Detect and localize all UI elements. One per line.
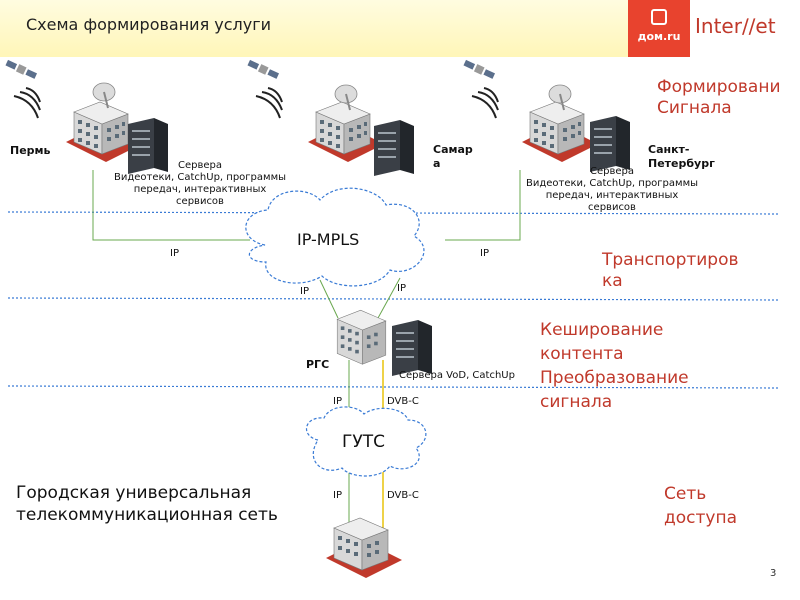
ip-right-label: IP bbox=[480, 248, 489, 259]
spb-station bbox=[521, 101, 599, 163]
servers-rgs-label: Сервера VoD, CatchUp bbox=[399, 370, 515, 381]
separator-line bbox=[7, 211, 781, 215]
guts-cloud bbox=[306, 406, 427, 477]
ip-mpls-cloud bbox=[245, 187, 425, 287]
city-spb: Санкт- Петербург bbox=[648, 143, 715, 170]
link-perm bbox=[92, 170, 250, 241]
satellite-icon bbox=[4, 58, 42, 119]
city-network-label: Городская универсальная телекоммуникацио… bbox=[16, 483, 278, 525]
server-icon bbox=[590, 116, 630, 172]
separator-line bbox=[7, 385, 781, 389]
link-mpls-rgs-2 bbox=[377, 277, 401, 319]
section-caching: Кеширование контента Преобразование сигн… bbox=[540, 320, 689, 412]
link-mpls-rgs-1 bbox=[319, 279, 339, 319]
server-icon bbox=[392, 320, 432, 376]
servers-right-label: Сервера Видеотеки, CatchUp, программы пе… bbox=[525, 166, 699, 213]
city-perm: Пермь bbox=[10, 144, 51, 157]
server-icon bbox=[374, 120, 414, 176]
page-number: 3 bbox=[770, 568, 777, 579]
domru-logo: дом.ru bbox=[628, 0, 690, 57]
slide-title: Схема формирования услуги bbox=[26, 15, 272, 34]
internet-logo: Inter∕∕et bbox=[695, 14, 776, 38]
servers-left-label: Сервера Видеотеки, CatchUp, программы пе… bbox=[113, 160, 287, 207]
ip-rgs-label: IP bbox=[333, 396, 342, 407]
link-spb bbox=[445, 170, 521, 241]
home-icon bbox=[651, 9, 667, 25]
guts-label: ГУТС bbox=[342, 432, 385, 452]
dvbc-guts-label: DVB-C bbox=[387, 490, 419, 501]
satellite-icon bbox=[246, 58, 283, 119]
satellite-icon bbox=[462, 58, 499, 119]
ip-left-label: IP bbox=[170, 248, 179, 259]
rgs-building-icon bbox=[336, 309, 387, 365]
city-samara: Самар а bbox=[433, 143, 473, 170]
section-formation: Формировани Сигнала bbox=[657, 77, 781, 118]
section-transport: Транспортиров ка bbox=[602, 250, 739, 291]
slide-header: Схема формирования услуги bbox=[0, 0, 628, 57]
ip-cloud-right-label: IP bbox=[397, 283, 406, 294]
domru-logo-text: дом.ru bbox=[637, 30, 681, 43]
section-access: Сеть доступа bbox=[664, 484, 737, 528]
access-building-icon bbox=[326, 517, 402, 578]
rgs-label: РГС bbox=[306, 358, 330, 371]
separator-line bbox=[7, 297, 781, 301]
ip-cloud-left-label: IP bbox=[300, 286, 309, 297]
samara-station bbox=[307, 101, 385, 163]
ip-mpls-label: IP-MPLS bbox=[297, 230, 360, 249]
ip-guts-label: IP bbox=[333, 490, 342, 501]
dvbc-rgs-label: DVB-C bbox=[387, 396, 419, 407]
